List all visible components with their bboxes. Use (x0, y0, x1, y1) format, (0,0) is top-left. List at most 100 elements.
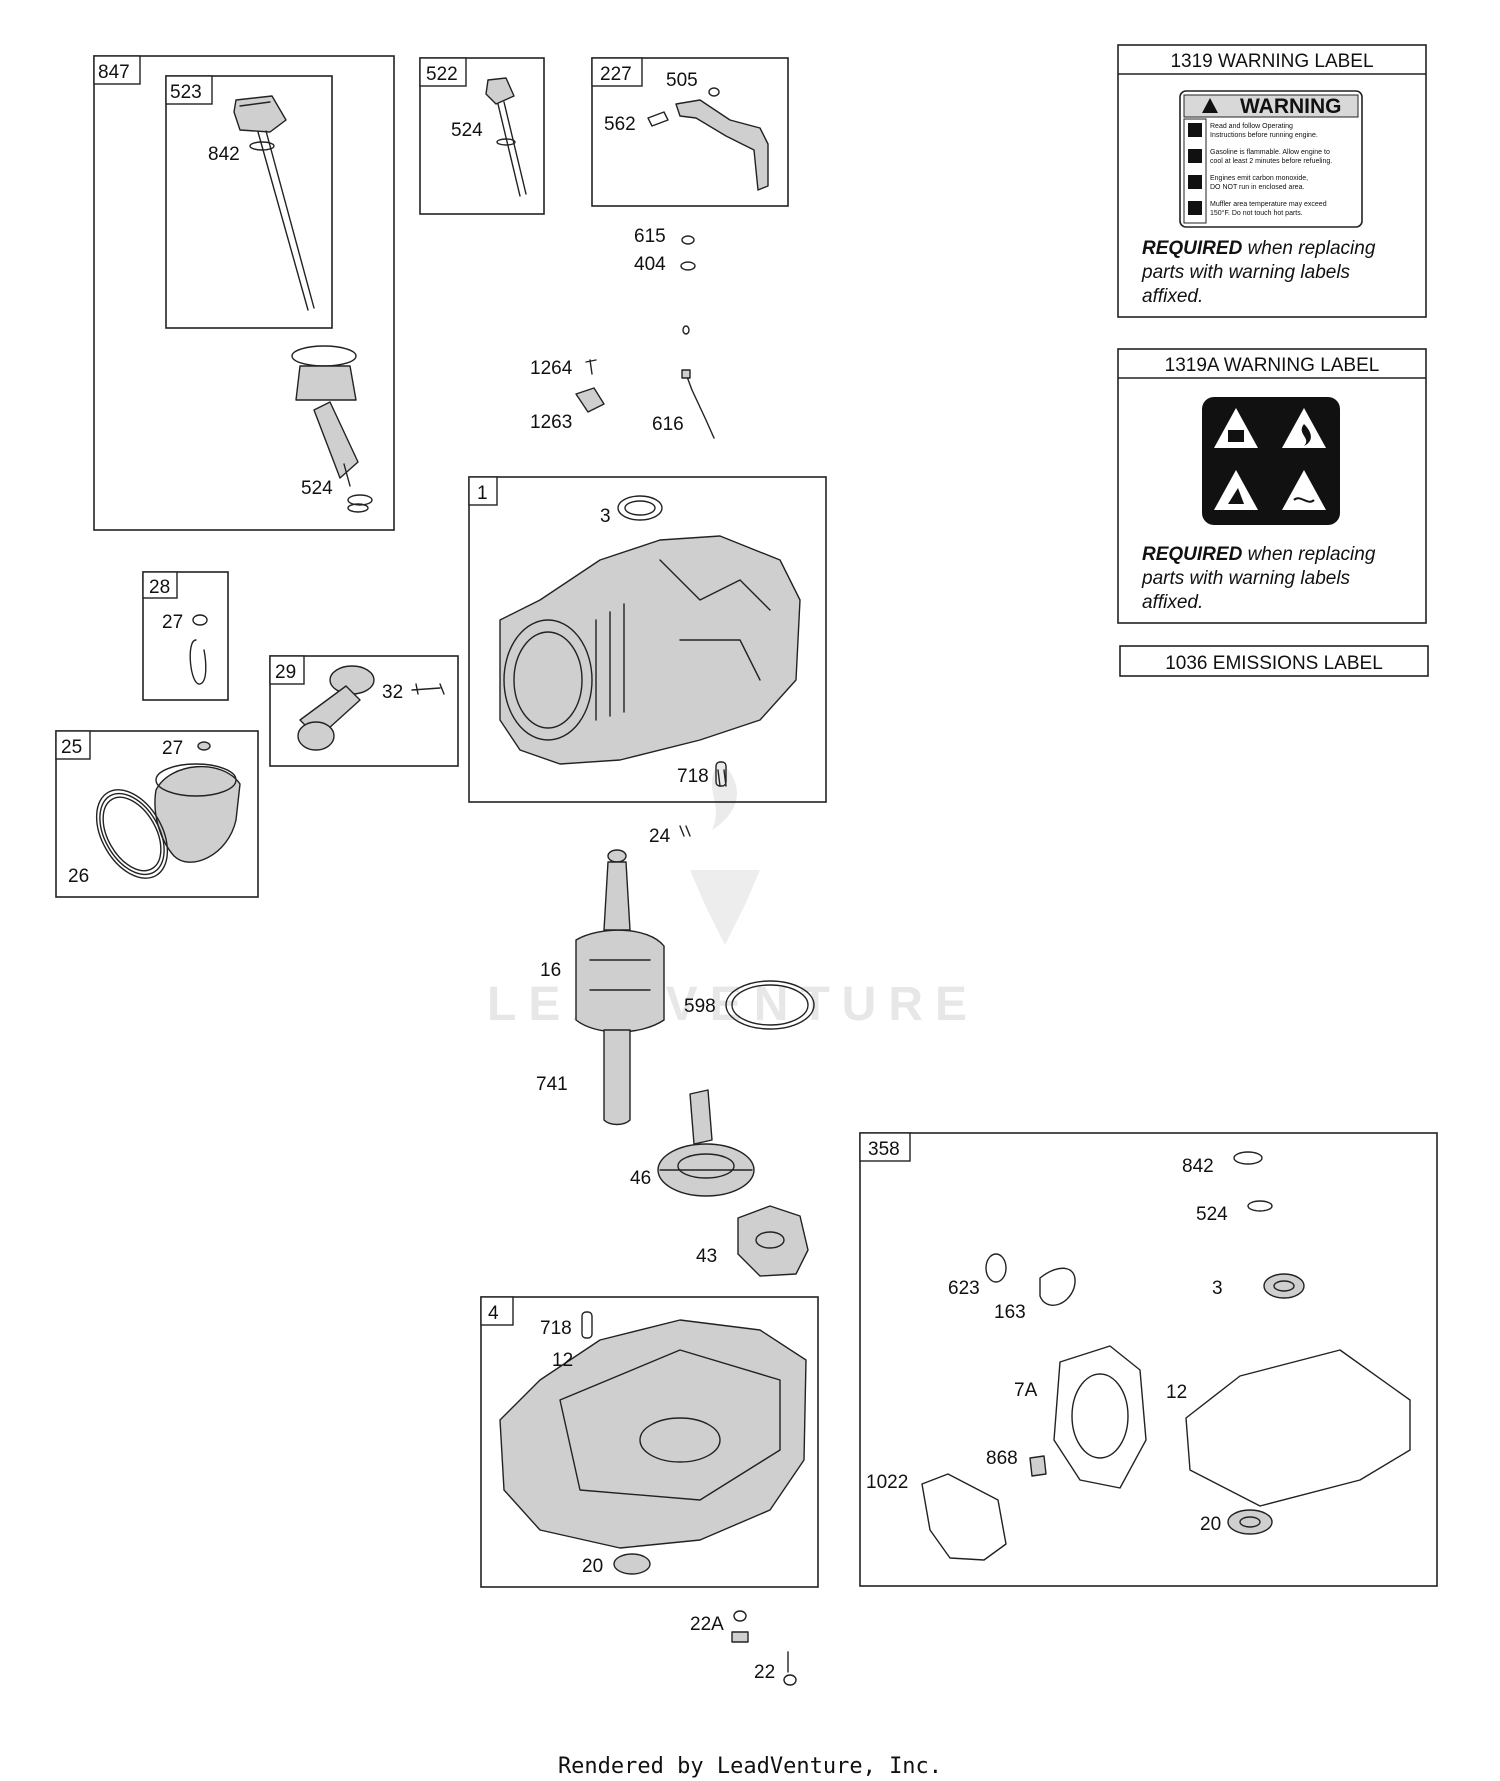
footer-credit: Rendered by LeadVenture, Inc. (558, 1754, 942, 1779)
dipstick-tube-part (291, 345, 373, 513)
hot-surface-warning-icon (1282, 470, 1326, 510)
group-label-227: 227 (600, 64, 632, 85)
crankcase-cover-part (499, 1311, 807, 1575)
group-label-1: 1 (477, 483, 488, 504)
part-label-524-set: 524 (1196, 1204, 1228, 1225)
piston-pin-part (189, 614, 208, 685)
part-label-842: 842 (208, 144, 240, 165)
part-label-615: 615 (634, 226, 666, 247)
required-line3-2: affixed. (1142, 592, 1203, 613)
part-label-524-522: 524 (451, 120, 483, 141)
crankshaft-part (575, 849, 665, 1126)
group-1: 1 3 718 (468, 476, 827, 803)
connecting-rod-part (297, 665, 445, 751)
part-label-718-cover: 718 (540, 1318, 572, 1339)
part-label-1022: 1022 (866, 1472, 908, 1493)
part-label-22A: 22A (690, 1614, 724, 1635)
group-28: 28 27 (142, 571, 229, 701)
part-label-27-28: 27 (162, 612, 183, 633)
part-label-163: 163 (994, 1302, 1026, 1323)
group-227: 227 505 562 (591, 57, 789, 207)
required-rest-2: when replacing (1242, 544, 1376, 565)
group-label-522: 522 (426, 64, 458, 85)
group-29: 29 32 (269, 655, 459, 767)
camshaft-part (657, 1089, 755, 1197)
warning-label-1319-title: 1319 WARNING LABEL (1170, 51, 1373, 72)
part-label-3-set: 3 (1212, 1278, 1223, 1299)
gasket-set-parts (921, 1151, 1411, 1561)
group-label-29: 29 (275, 662, 296, 683)
fire-hazard-icon (1282, 408, 1326, 448)
part-label-842-set: 842 (1182, 1156, 1214, 1177)
warning-label-1319a-title: 1319A WARNING LABEL (1165, 355, 1380, 376)
group-label-523: 523 (170, 82, 202, 103)
group-522: 522 524 (419, 57, 545, 215)
part-label-20-set: 20 (1200, 1514, 1221, 1535)
flame-icon (1188, 149, 1202, 163)
part-label-616: 616 (652, 414, 684, 435)
warning-line-6: DO NOT run in enclosed area. (1210, 184, 1304, 191)
governor-part (737, 1205, 809, 1277)
required-line3-1: affixed. (1142, 286, 1203, 307)
emissions-label-1036: 1036 EMISSIONS LABEL (1119, 645, 1429, 677)
part-label-16: 16 (540, 960, 561, 981)
group-25: 25 27 26 (55, 730, 259, 898)
warning-line-3: Gasoline is flammable. Allow engine to (1210, 149, 1330, 156)
warning-line-4: cool at least 2 minutes before refueling… (1210, 158, 1332, 165)
part-label-27-25: 27 (162, 738, 183, 759)
part-label-12-set: 12 (1166, 1382, 1187, 1403)
group-4: 4 718 12 20 (480, 1296, 819, 1588)
warning-label-1319-head: WARNING (1240, 95, 1342, 118)
emissions-label-title: 1036 EMISSIONS LABEL (1165, 653, 1383, 674)
piston-part (95, 741, 241, 879)
part-label-46: 46 (630, 1168, 651, 1189)
group-label-4: 4 (488, 1303, 499, 1324)
governor-lever-part (647, 87, 769, 191)
drain-plugs (731, 1610, 797, 1686)
part-label-505: 505 (666, 70, 698, 91)
warning-label-1319a: 1319A WARNING LABEL REQUIRED when replac… (1117, 348, 1427, 624)
group-label-28: 28 (149, 577, 170, 598)
dipstick-small-part (485, 77, 527, 197)
toxic-fumes-icon (1214, 470, 1258, 510)
part-label-24: 24 (649, 826, 671, 847)
part-label-598: 598 (684, 996, 716, 1017)
warning-line-8: 150°F. Do not touch hot parts. (1210, 209, 1303, 217)
part-label-623: 623 (948, 1278, 980, 1299)
part-label-1264: 1264 (530, 358, 573, 379)
warning-line-5: Engines emit carbon monoxide, (1210, 175, 1308, 182)
ring-598-part (725, 980, 815, 1030)
svg-text:REQUIRED when replacing: REQUIRED when replacing (1142, 544, 1376, 565)
part-label-524-tube: 524 (301, 478, 333, 499)
governor-loose-parts (575, 235, 715, 439)
part-label-562: 562 (604, 114, 636, 135)
part-label-7A: 7A (1014, 1380, 1038, 1401)
hot-surface-icon (1188, 201, 1202, 215)
part-label-22: 22 (754, 1662, 775, 1683)
watermark: LEADVENTURE (487, 760, 967, 1031)
fumes-icon (1188, 175, 1202, 189)
part-label-718: 718 (677, 766, 709, 787)
read-manual-icon (1214, 408, 1258, 448)
group-label-25: 25 (61, 737, 82, 758)
required-line2-1: parts with warning labels (1141, 262, 1351, 283)
part-label-404: 404 (634, 254, 666, 275)
part-label-741: 741 (536, 1074, 568, 1095)
group-label-358: 358 (868, 1139, 900, 1160)
warning-line-1: Read and follow Operating (1210, 123, 1293, 130)
group-label-847: 847 (98, 62, 130, 83)
group-358: 358 842 524 623 163 3 7A 12 868 1022 20 (859, 1132, 1438, 1587)
warning-line-7: Muffler area temperature may exceed (1210, 201, 1327, 208)
required-rest-1: when replacing (1242, 238, 1376, 259)
crankshaft-area (575, 825, 815, 1277)
part-label-12-cover: 12 (552, 1350, 573, 1371)
group-847: 847 523 842 524 (93, 55, 395, 531)
dipstick-part (233, 95, 315, 311)
part-label-26: 26 (68, 866, 89, 887)
warning-label-1319: 1319 WARNING LABEL WARNING Read and foll… (1117, 44, 1427, 318)
required-line2-2: parts with warning labels (1141, 568, 1351, 589)
part-label-868: 868 (986, 1448, 1018, 1469)
part-label-1263: 1263 (530, 412, 572, 433)
manual-icon (1188, 123, 1202, 137)
